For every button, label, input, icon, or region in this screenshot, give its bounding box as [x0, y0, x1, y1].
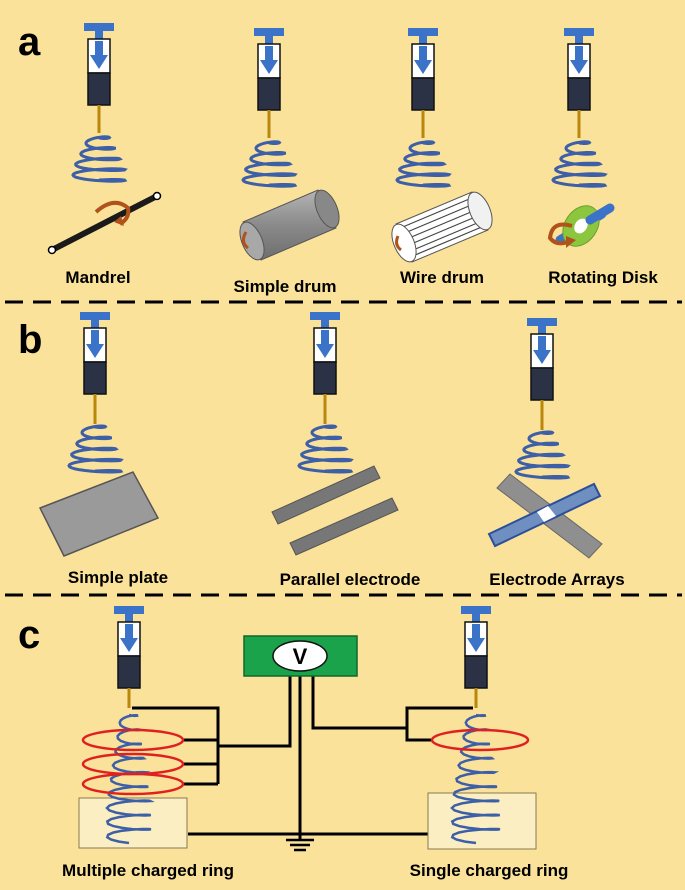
electrode-arrays-collector: [487, 473, 603, 559]
jet-spiral-icon: [395, 140, 452, 188]
jet-spiral-icon: [514, 430, 571, 480]
label-parallel-electrode: Parallel electrode: [280, 570, 421, 589]
rotation-arrow-icon: [395, 235, 402, 252]
voltage-symbol: V: [293, 644, 308, 669]
jet-spiral-icon: [297, 424, 354, 474]
syringe-icon: [80, 312, 110, 424]
wiring: [132, 676, 473, 840]
label-mandrel: Mandrel: [65, 268, 130, 287]
power-supply: V: [243, 635, 358, 677]
label-wire-drum: Wire drum: [400, 268, 484, 287]
syringe-icon: [527, 318, 557, 430]
label-electrode-arrays: Electrode Arrays: [489, 570, 624, 589]
label-rotating-disk: Rotating Disk: [548, 268, 658, 287]
jet-spiral-icon: [67, 424, 124, 474]
syringe-icon: [564, 28, 594, 138]
panel-letter-a: a: [18, 20, 41, 64]
syringe-icon: [254, 28, 284, 138]
panel-letter-c: c: [18, 613, 40, 657]
syringe-icon: [408, 28, 438, 138]
simple-drum-collector: [239, 189, 340, 261]
charged-rings-multiple: [81, 728, 185, 796]
syringe-icon: [84, 23, 114, 133]
label-simple-drum: Simple drum: [234, 277, 337, 296]
jet-spiral-icon: [241, 140, 298, 188]
rotation-arrow-icon: [547, 222, 573, 246]
simple-plate-collector: [38, 471, 160, 557]
collector-box-right: [427, 792, 537, 850]
syringe-icon: [114, 606, 144, 708]
rotating-disk-collector: [547, 203, 615, 248]
charged-ring-single: [430, 728, 530, 752]
parallel-electrode-collector: [271, 465, 399, 556]
syringe-icon: [461, 606, 491, 708]
jet-spiral-icon: [551, 140, 608, 188]
label-single-charged-ring: Single charged ring: [410, 861, 569, 880]
rotation-arrow-icon: [94, 200, 131, 226]
label-simple-plate: Simple plate: [68, 568, 168, 587]
ground-icon: [286, 838, 314, 852]
label-multiple-charged-ring: Multiple charged ring: [62, 861, 234, 880]
collector-box-left: [78, 797, 188, 849]
mandrel-collector: [47, 191, 162, 255]
syringe-icon: [310, 312, 340, 424]
rotation-arrow-icon: [241, 231, 249, 250]
wire-drum-collector: [391, 191, 493, 263]
jet-spiral-icon: [71, 135, 128, 183]
panel-letter-b: b: [18, 318, 42, 362]
